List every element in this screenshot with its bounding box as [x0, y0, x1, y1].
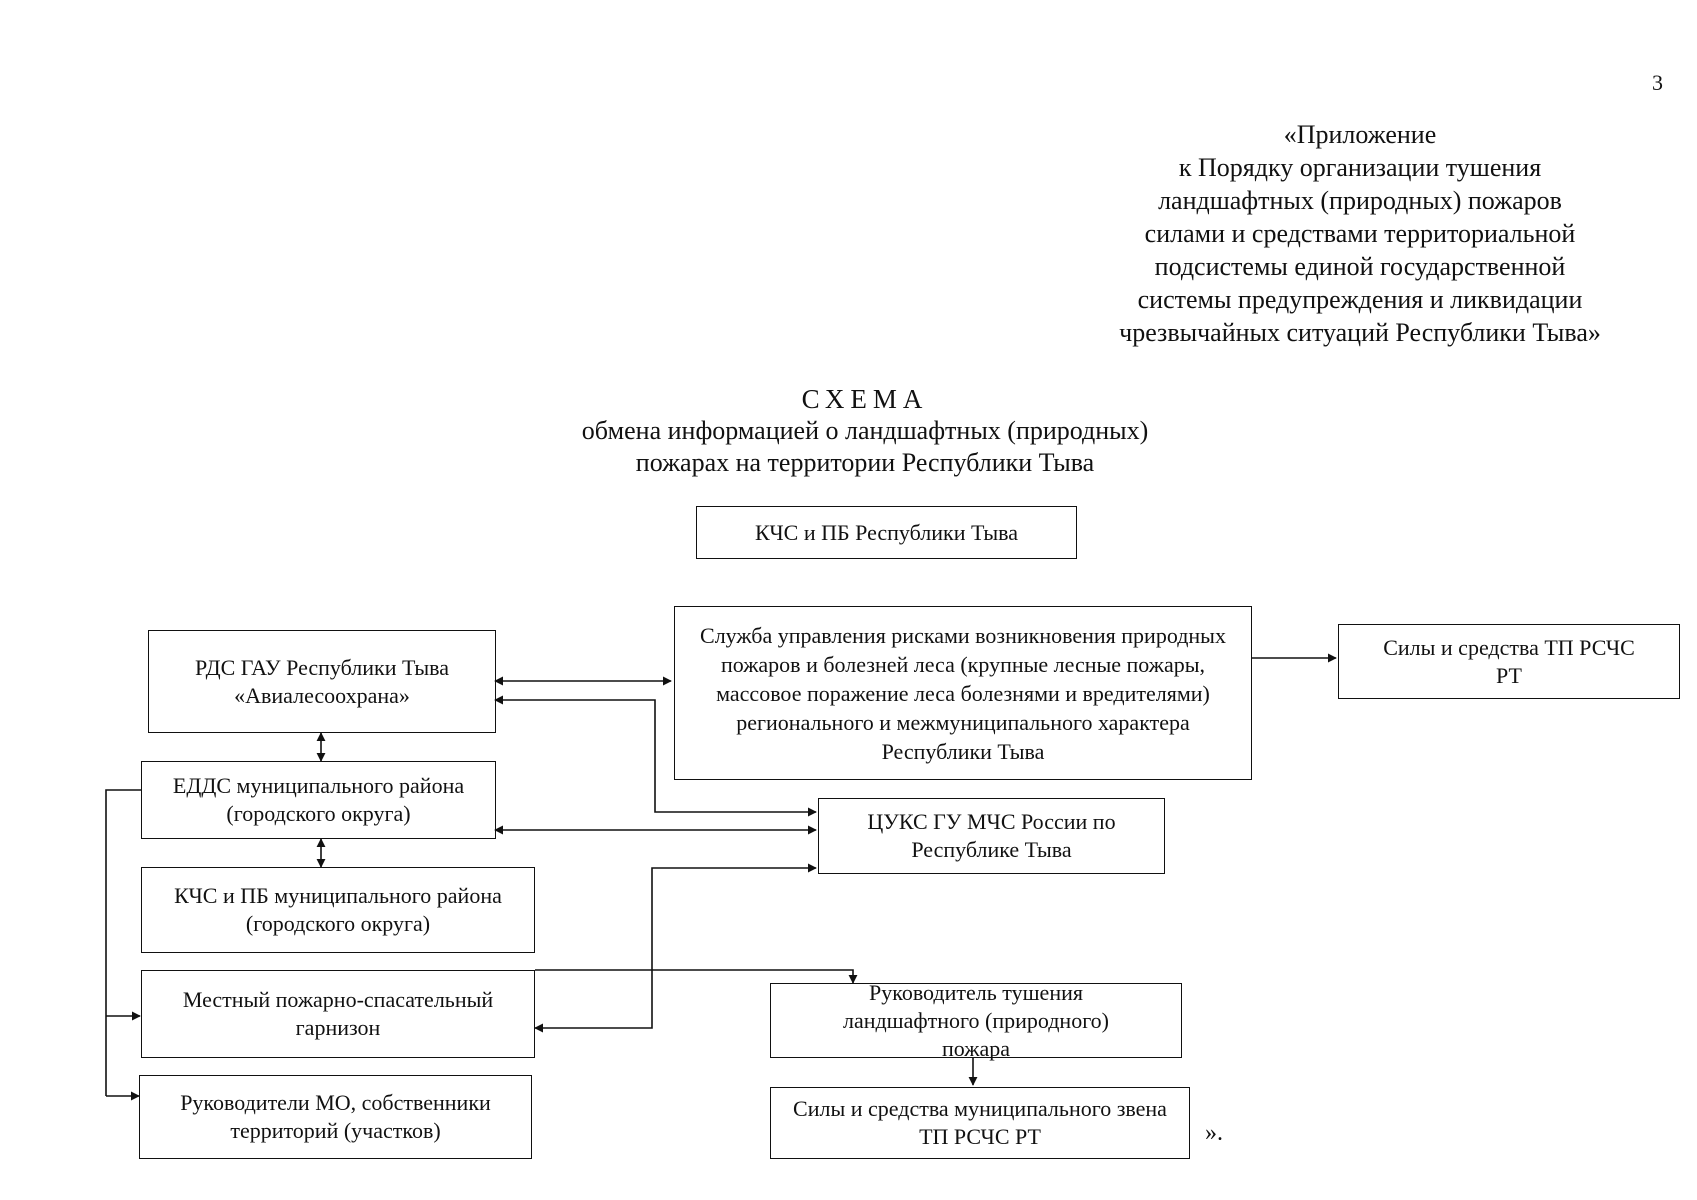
appendix-line: силами и средствами территориальной — [1144, 219, 1576, 248]
box-rds-avialesookhrana: РДС ГАУ Республики Тыва «Авиалесоохрана» — [148, 630, 496, 733]
box-tsuks: ЦУКС ГУ МЧС России по Республике Тыва — [818, 798, 1165, 874]
title-line-1: обмена информацией о ландшафтных (природ… — [581, 416, 1149, 445]
appendix-line: к Порядку организации тушения — [1178, 153, 1542, 182]
appendix-line: чрезвычайных ситуаций Республики Тыва» — [1119, 318, 1601, 347]
appendix-header: «Приложение к Порядку организации тушени… — [1080, 118, 1640, 349]
diagram-title: СХЕМА обмена информацией о ландшафтных (… — [520, 383, 1210, 479]
box-edds: ЕДДС муниципального района (городского о… — [141, 761, 496, 839]
box-head-of-fire-suppression: Руководитель тушения ландшафтного (приро… — [770, 980, 1182, 1061]
page-number: 3 — [1652, 70, 1663, 95]
arrow-tsuks-garrison — [534, 863, 817, 1033]
box-heads-mo-owners: Руководители МО, собственники территорий… — [139, 1075, 532, 1159]
appendix-line: подсистемы единой государственной — [1154, 252, 1566, 281]
appendix-line: системы предупреждения и ликвидации — [1137, 285, 1583, 314]
box-forces-tp-rschs: Силы и средства ТП РСЧС РТ — [1338, 624, 1680, 699]
box-fire-garrison: Местный пожарно-спасательный гарнизон — [141, 970, 535, 1058]
title-line-2: пожарах на территории Республики Тыва — [635, 448, 1095, 477]
appendix-line: «Приложение — [1283, 120, 1437, 149]
arrow-garrison-head — [535, 969, 858, 984]
appendix-line: ландшафтных (природных) пожаров — [1158, 186, 1562, 215]
line-edds-left-bus — [105, 789, 141, 1096]
box-kchs-republic: КЧС и ПБ Республики Тыва — [696, 506, 1077, 559]
box-risk-service: Служба управления рисками возникновения … — [674, 606, 1252, 780]
box-kchs-municipal: КЧС и ПБ муниципального района (городско… — [141, 867, 535, 953]
closing-quote: ». — [1205, 1120, 1223, 1146]
arrow-rds-tsuks — [494, 695, 817, 817]
title-heading: СХЕМА — [801, 384, 929, 414]
box-forces-municipal: Силы и средства муниципального звена ТП … — [770, 1087, 1190, 1159]
